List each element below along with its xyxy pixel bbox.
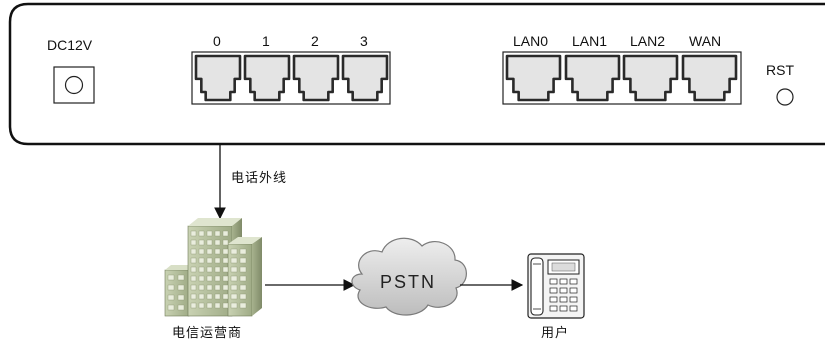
building-icon — [164, 218, 262, 317]
phone-port-label: 0 — [213, 33, 221, 49]
power-label: DC12V — [47, 37, 93, 53]
keypad-key — [549, 278, 558, 285]
user-label: 用户 — [541, 326, 570, 341]
network-port-lan1[interactable] — [564, 54, 621, 102]
keypad-key — [549, 287, 558, 294]
network-port-label: LAN2 — [630, 33, 666, 49]
network-port-wan[interactable] — [681, 54, 738, 102]
keypad-key — [569, 287, 578, 294]
network-port-label: LAN0 — [513, 33, 549, 49]
network-port-lan0[interactable] — [505, 54, 562, 102]
device-body — [8, 2, 825, 146]
reset-button[interactable] — [776, 88, 794, 106]
telephone-icon — [527, 253, 585, 319]
keypad-key — [559, 287, 568, 294]
phone-port-label: 1 — [262, 33, 270, 49]
cloud-icon — [351, 237, 467, 316]
power-jack — [53, 66, 95, 104]
keypad-key — [559, 296, 568, 303]
phone-port-0[interactable] — [194, 54, 242, 102]
pstn-label: PSTN — [380, 272, 437, 292]
network-port-label: LAN1 — [572, 33, 608, 49]
keypad-key — [569, 278, 578, 285]
phone-port-2[interactable] — [292, 54, 340, 102]
phone-port-label: 3 — [360, 33, 368, 49]
reset-label: RST — [766, 62, 794, 78]
external-line-label: 电话外线 — [231, 171, 288, 186]
phone-port-1[interactable] — [243, 54, 291, 102]
network-port-label: WAN — [689, 33, 722, 49]
keypad-key — [559, 305, 568, 312]
keypad-key — [569, 296, 578, 303]
carrier-label: 电信运营商 — [172, 326, 243, 341]
phone-port-label: 2 — [311, 33, 319, 49]
keypad-key — [559, 278, 568, 285]
keypad-key — [569, 305, 578, 312]
keypad-key — [549, 296, 558, 303]
phone-port-3[interactable] — [341, 54, 389, 102]
keypad-key — [549, 305, 558, 312]
network-port-lan2[interactable] — [622, 54, 679, 102]
